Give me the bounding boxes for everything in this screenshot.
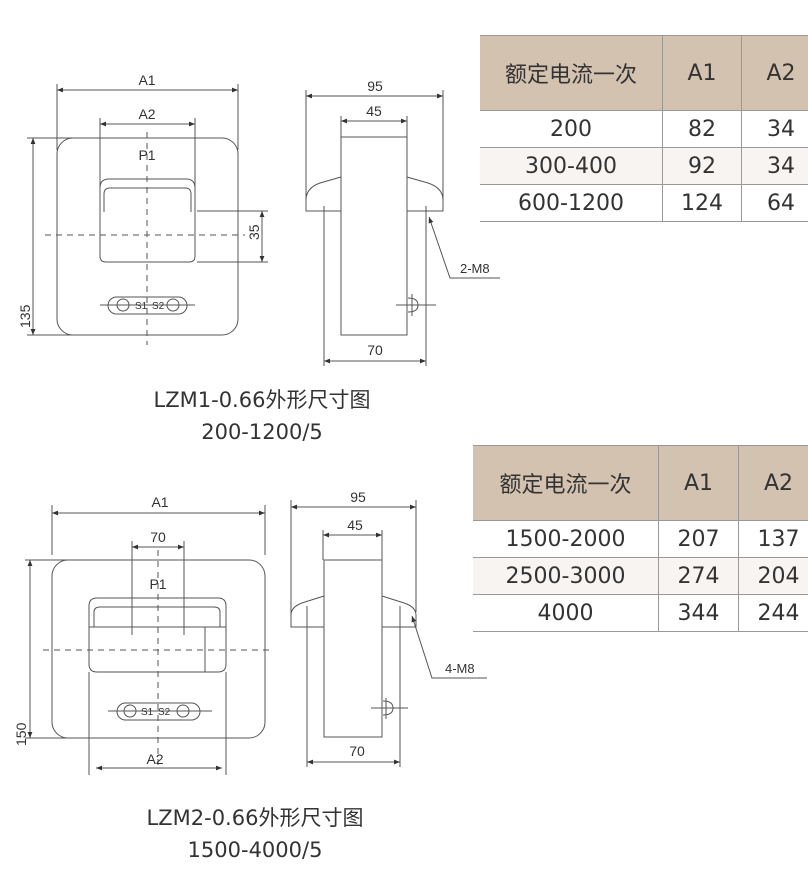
width-95-label: 95 bbox=[367, 78, 383, 94]
lzm1-caption-range: 200-1200/5 bbox=[201, 420, 323, 444]
lzm2-caption-range: 1500-4000/5 bbox=[187, 838, 323, 862]
table-header-row: 额定电流一次 A1 A2 bbox=[473, 445, 808, 521]
cell-a2: 34 bbox=[741, 147, 808, 185]
height-150-label: 150 bbox=[13, 722, 29, 746]
cell-a2: 34 bbox=[741, 110, 808, 148]
a1-label: A1 bbox=[138, 72, 155, 88]
cell-a2: 64 bbox=[741, 184, 808, 222]
lzm1-caption: LZM1-0.66外形尺寸图 200-1200/5 bbox=[102, 384, 422, 448]
width-70-label: 70 bbox=[349, 743, 365, 759]
s2-label: S2 bbox=[158, 707, 171, 718]
lzm2-caption-title: LZM2-0.66外形尺寸图 bbox=[146, 806, 364, 830]
lzm2-front-view: A1 70 P1 A2 150 S1 S2 bbox=[13, 494, 272, 775]
lzm2-caption: LZM2-0.66外形尺寸图 1500-4000/5 bbox=[95, 802, 415, 866]
header-rated-current: 额定电流一次 bbox=[480, 35, 663, 111]
a1-label: A1 bbox=[151, 494, 168, 510]
cell-current: 200 bbox=[480, 110, 663, 148]
header-a1: A1 bbox=[658, 445, 739, 521]
cell-a1: 207 bbox=[658, 520, 739, 558]
cell-a2: 244 bbox=[738, 594, 808, 632]
width-70-label: 70 bbox=[367, 342, 383, 358]
cell-a1: 274 bbox=[658, 557, 739, 595]
lzm1-side-view: 95 45 70 2-M8 bbox=[305, 78, 500, 366]
cell-a1: 92 bbox=[662, 147, 742, 185]
cell-current: 4000 bbox=[473, 594, 659, 632]
cell-current: 300-400 bbox=[480, 147, 663, 185]
width-95-label: 95 bbox=[350, 489, 366, 505]
height-135-label: 135 bbox=[17, 304, 33, 328]
s1-label: S1 bbox=[135, 301, 148, 312]
lzm1-caption-title: LZM1-0.66外形尺寸图 bbox=[153, 388, 371, 412]
s1-label: S1 bbox=[141, 707, 154, 718]
width-45-label: 45 bbox=[366, 103, 382, 119]
a2-label: A2 bbox=[138, 106, 155, 122]
cell-a2: 204 bbox=[738, 557, 808, 595]
s2-label: S2 bbox=[152, 301, 165, 312]
cell-current: 1500-2000 bbox=[473, 520, 659, 558]
a2-label: A2 bbox=[146, 751, 163, 767]
bolts-label: 2-M8 bbox=[460, 261, 490, 276]
table-header-row: 额定电流一次 A1 A2 bbox=[480, 35, 808, 111]
dim-70-label: 70 bbox=[150, 529, 166, 545]
bolts-label: 4-M8 bbox=[445, 661, 475, 676]
header-rated-current: 额定电流一次 bbox=[473, 445, 659, 521]
cell-current: 2500-3000 bbox=[473, 557, 659, 595]
cell-a2: 137 bbox=[738, 520, 808, 558]
header-a2: A2 bbox=[738, 445, 808, 521]
cell-current: 600-1200 bbox=[480, 184, 663, 222]
lzm1-front-view: A1 A2 P1 35 135 S1 S2 bbox=[17, 72, 268, 345]
header-a2: A2 bbox=[741, 35, 808, 111]
dim-35-label: 35 bbox=[246, 224, 262, 240]
cell-a1: 344 bbox=[658, 594, 739, 632]
header-a1: A1 bbox=[662, 35, 742, 111]
lzm2-side-view: 95 45 70 4-M8 bbox=[290, 489, 487, 767]
cell-a1: 82 bbox=[662, 110, 742, 148]
width-45-label: 45 bbox=[347, 517, 363, 533]
cell-a1: 124 bbox=[662, 184, 742, 222]
